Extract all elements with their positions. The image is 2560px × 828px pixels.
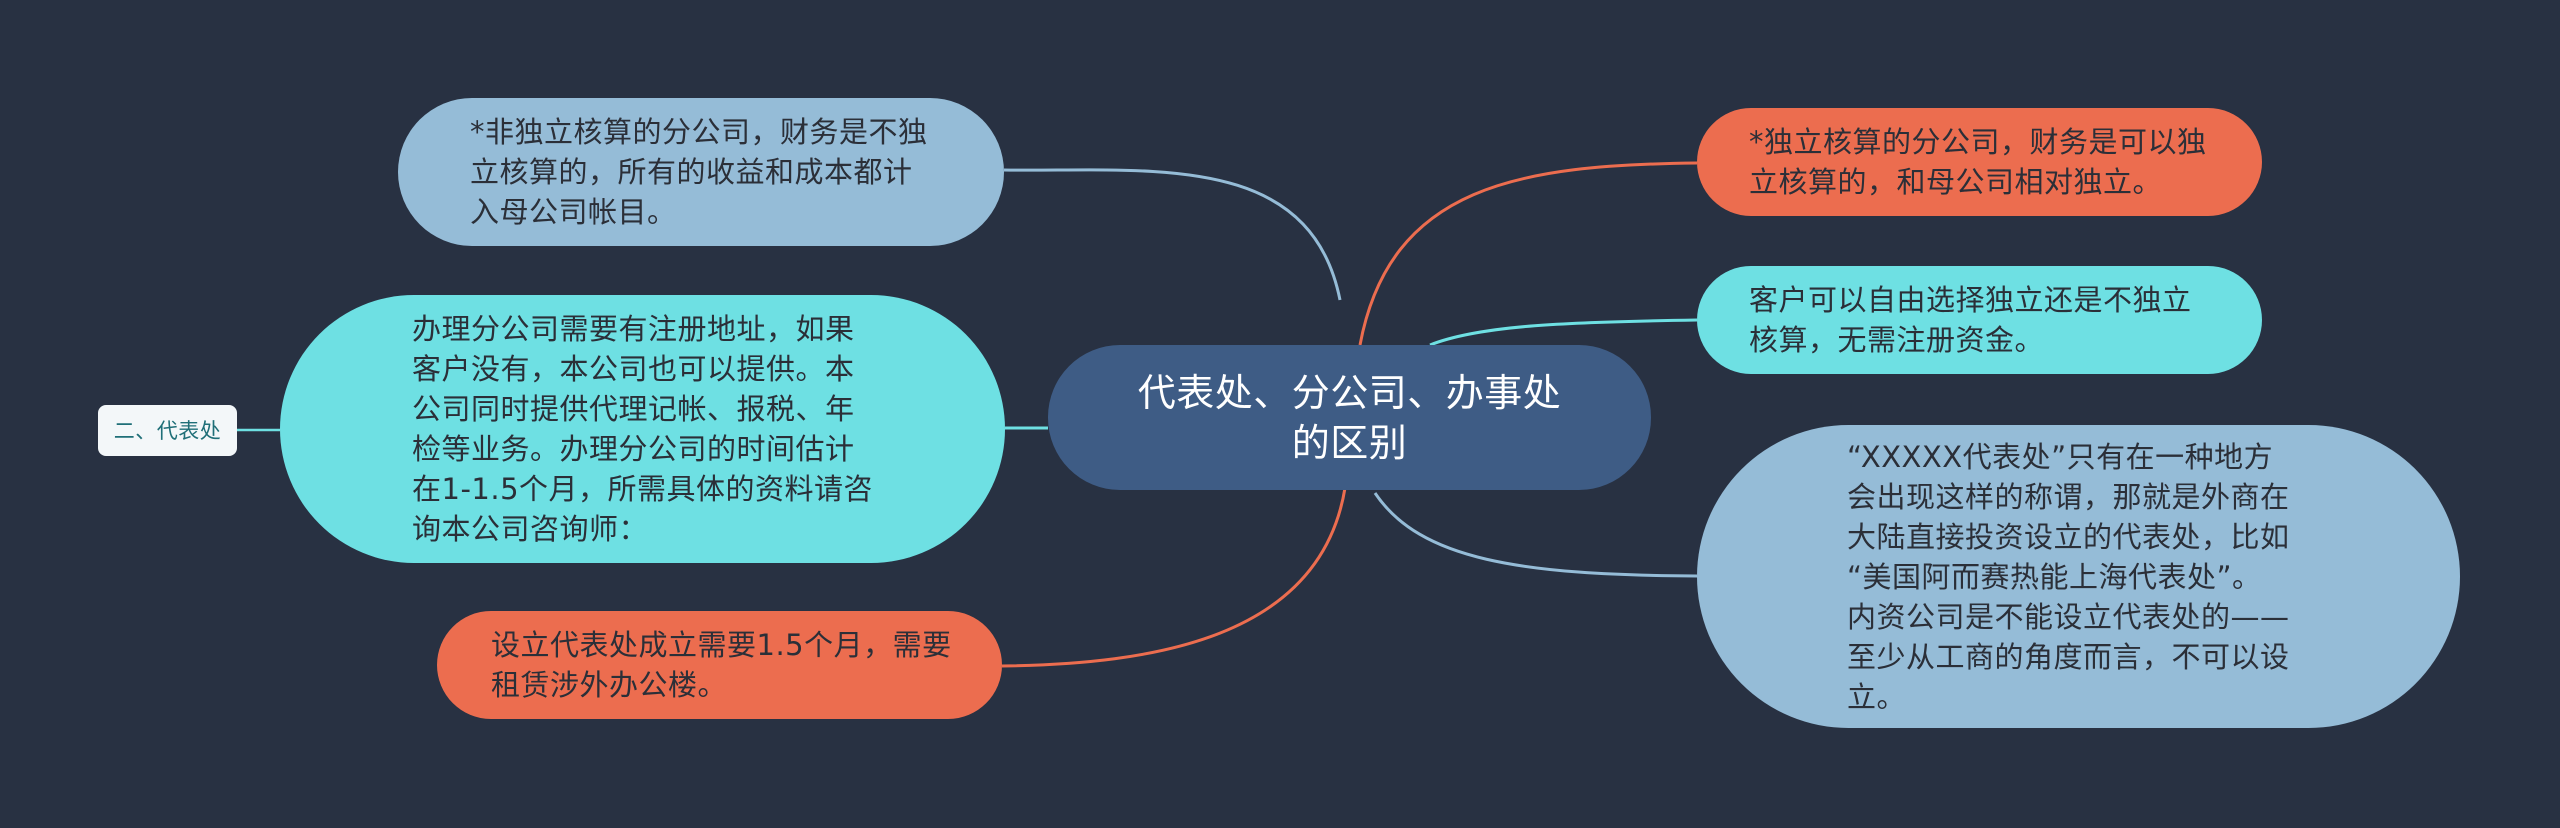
central-topic[interactable]: 代表处、分公司、办事处 的区别 [1048,345,1651,490]
node-accounting-choice[interactable]: 客户可以自由选择独立还是不独立 核算，无需注册资金。 [1697,266,2262,374]
node-representative-office-setup-text: 设立代表处成立需要1.5个月，需要 租赁涉外办公楼。 [491,628,952,702]
node-non-independent-branch[interactable]: *非独立核算的分公司，财务是不独 立核算的，所有的收益和成本都计 入母公司帐目。 [398,98,1004,246]
node-representative-office-setup[interactable]: 设立代表处成立需要1.5个月，需要 租赁涉外办公楼。 [437,611,1002,719]
node-branch-registration[interactable]: 办理分公司需要有注册地址，如果 客户没有，本公司也可以提供。本 公司同时提供代理… [280,295,1005,563]
node-accounting-choice-text: 客户可以自由选择独立还是不独立 核算，无需注册资金。 [1749,283,2192,357]
node-branch-registration-text: 办理分公司需要有注册地址，如果 客户没有，本公司也可以提供。本 公司同时提供代理… [412,312,874,546]
central-topic-label: 代表处、分公司、办事处 的区别 [1137,370,1562,465]
node-representative-office-definition-text: “XXXXX代表处”只有在一种地方 会出现这样的称谓，那就是外商在 大陆直接投资… [1847,439,2290,714]
node-independent-branch[interactable]: *独立核算的分公司，财务是可以独 立核算的，和母公司相对独立。 [1697,108,2262,216]
node-representative-office-tag[interactable]: 二、代表处 [98,405,237,456]
node-representative-office-definition[interactable]: “XXXXX代表处”只有在一种地方 会出现这样的称谓，那就是外商在 大陆直接投资… [1697,425,2460,728]
node-representative-office-tag-label: 二、代表处 [113,418,222,443]
connector-left-top [1003,168,1342,301]
node-independent-branch-text: *独立核算的分公司，财务是可以独 立核算的，和母公司相对独立。 [1749,125,2207,199]
connector-right-top [1358,161,1698,346]
node-non-independent-branch-text: *非独立核算的分公司，财务是不独 立核算的，所有的收益和成本都计 入母公司帐目。 [470,115,928,229]
connector-right-bottom [1373,492,1698,578]
connector-right-middle [1429,318,1698,347]
connector-left-bottom [1001,487,1347,668]
